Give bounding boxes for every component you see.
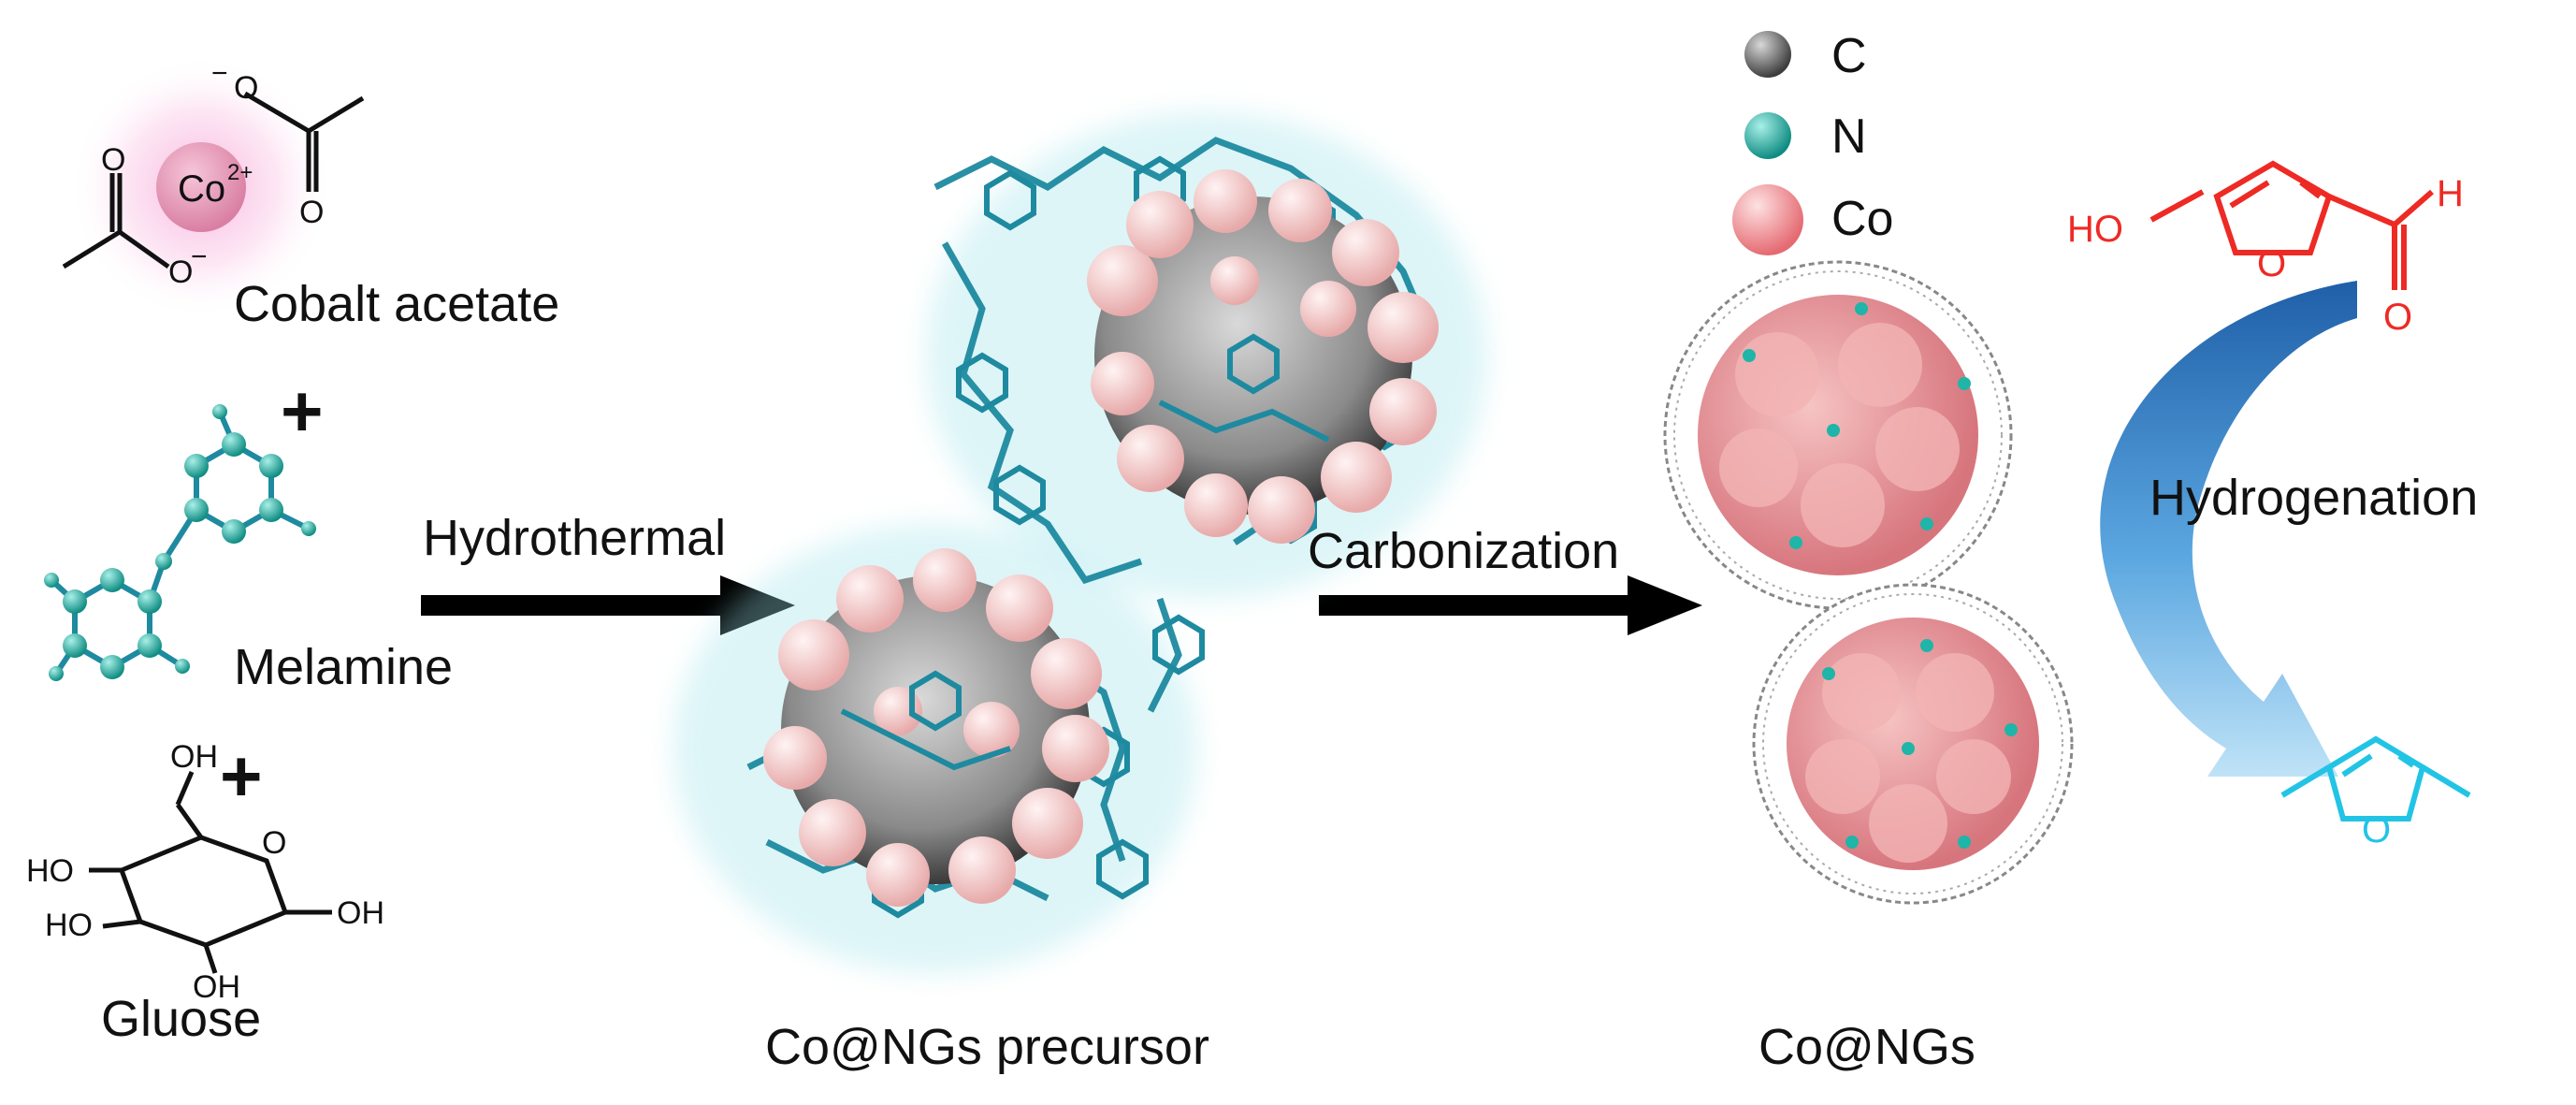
acetate-o-left-bottom: O [168, 254, 193, 290]
glucose-structure [89, 771, 332, 974]
melamine-label: Melamine [234, 639, 454, 695]
carbonization-arrow [1319, 575, 1702, 635]
legend-c-label: C [1831, 29, 1867, 83]
hmf-ring-o-label: O [2257, 243, 2286, 284]
glucose-ho-lower: HO [45, 908, 93, 943]
glucose-oh-right: OH [337, 895, 384, 931]
carbonization-label: Carbonization [1308, 523, 1620, 579]
cobalt-acetate-label: Cobalt acetate [234, 276, 560, 332]
hmf-h-label: H [2437, 173, 2464, 214]
plus-sign-2: + [220, 734, 263, 817]
hydrogenation-arrow [2100, 281, 2357, 777]
legend-co-ball [1732, 184, 1803, 255]
hydrogenation-label: Hydrogenation [2149, 470, 2479, 526]
legend-co-label: Co [1831, 192, 1894, 246]
glucose-ho-left: HO [26, 853, 74, 889]
glucose-ring-o: O [262, 825, 286, 861]
hmf-ho-label: HO [2067, 209, 2123, 250]
acetate-charge-left: − [191, 241, 208, 272]
plus-sign-1: + [281, 370, 324, 452]
legend-n-ball [1744, 112, 1791, 159]
acetate-o-right-bottom: O [299, 195, 324, 230]
legend-c-ball [1744, 31, 1791, 78]
precursor-label: Co@NGs precursor [765, 1019, 1209, 1075]
cobalt-acetate-structure [62, 56, 365, 318]
acetate-o-left-top: O [101, 142, 125, 178]
cobalt-ion-label: Co [178, 168, 225, 210]
glucose-oh-top: OH [170, 739, 218, 775]
precursor-particles [673, 112, 1487, 973]
hydrothermal-label: Hydrothermal [423, 510, 727, 566]
glucose-label: Gluose [101, 991, 262, 1047]
melamine-atoms [44, 404, 316, 681]
dmf-ring-o-label: O [2362, 809, 2391, 851]
hmf-carbonyl-o-label: O [2383, 297, 2412, 338]
legend-n-label: N [1831, 109, 1867, 164]
hmf-structure [2149, 160, 2434, 290]
coNGs-particles [1663, 260, 2074, 905]
acetate-o-right-top: O [234, 70, 258, 106]
melamine-structure [49, 410, 311, 676]
dmf-structure [2280, 735, 2471, 821]
glucose-oh-bottom: OH [193, 969, 240, 1005]
cobalt-ion-charge: 2+ [227, 160, 253, 185]
coNGs-label: Co@NGs [1758, 1019, 1975, 1075]
acetate-charge-right: − [211, 58, 228, 89]
